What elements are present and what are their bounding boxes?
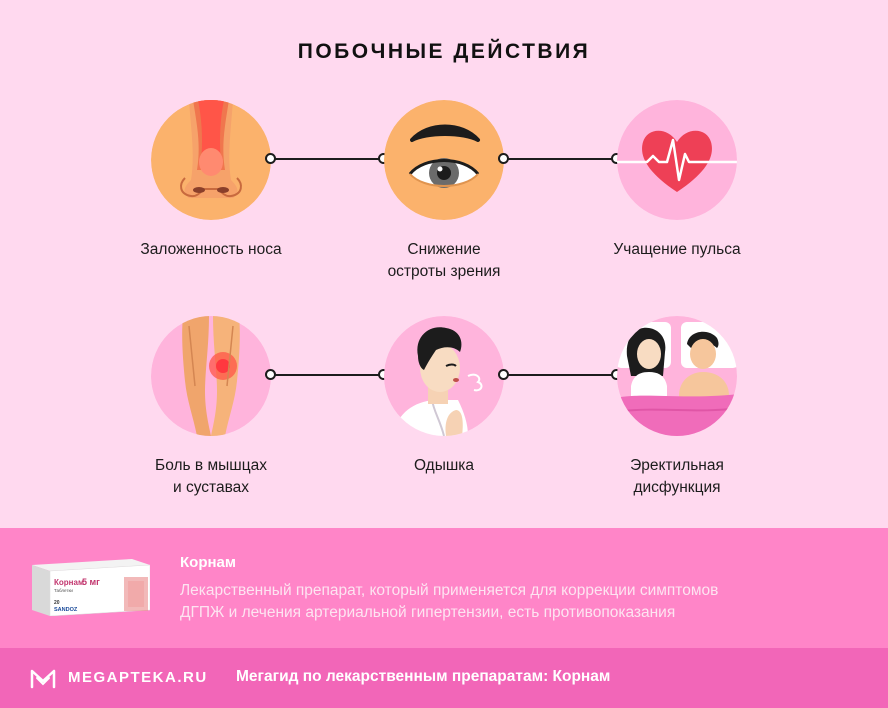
couple-in-bed-icon — [617, 316, 737, 436]
nose-icon — [151, 100, 271, 220]
connector-dot — [265, 153, 276, 164]
logo-text[interactable]: MEGAPTEKA.RU — [68, 669, 208, 686]
side-effect-label: Эректильная дисфункция — [630, 457, 724, 496]
svg-text:20: 20 — [54, 600, 60, 606]
eye-icon — [384, 100, 504, 220]
megapteka-logo-icon — [30, 667, 56, 689]
connector-dot — [498, 153, 509, 164]
footer-caption: Мегагид по лекарственным препаратам: Кор… — [236, 668, 611, 685]
side-effect-label: Заложенность носа — [140, 241, 282, 258]
drug-package-image: Корнам 5 мг Таблетки 20 SANDOZ — [32, 559, 151, 617]
connector-dot — [265, 369, 276, 380]
connector-line — [271, 158, 384, 160]
side-effect-label: Одышка — [413, 457, 475, 474]
side-effects-row-2 — [0, 316, 888, 436]
connector-line — [504, 374, 617, 376]
side-effect-label: Боль в мышцах и суставах — [155, 457, 267, 496]
connector-dot — [498, 369, 509, 380]
side-effect-label: Снижение остроты зрения — [387, 241, 501, 280]
legs-pain-icon — [151, 316, 271, 436]
side-effect-label: Учащение пульса — [613, 241, 741, 258]
svg-text:Таблетки: Таблетки — [54, 588, 73, 593]
side-effects-row-1 — [0, 100, 888, 220]
connector-line — [271, 374, 384, 376]
heart-pulse-icon — [617, 100, 737, 220]
drug-description: Лекарственный препарат, который применяе… — [180, 582, 719, 621]
svg-text:SANDOZ: SANDOZ — [54, 607, 78, 613]
breathless-man-icon — [384, 316, 504, 436]
footer-bar: MEGAPTEKA.RU Мегагид по лекарственным пр… — [0, 648, 888, 708]
svg-text:Корнам: Корнам — [54, 578, 84, 587]
connector-line — [504, 158, 617, 160]
drug-name: Корнам — [180, 554, 236, 571]
svg-text:5 мг: 5 мг — [82, 577, 100, 587]
page-title: ПОБОЧНЫЕ ДЕЙСТВИЯ — [297, 40, 591, 63]
drug-info-band: Корнам 5 мг Таблетки 20 SANDOZ Корнам Ле… — [0, 528, 888, 648]
